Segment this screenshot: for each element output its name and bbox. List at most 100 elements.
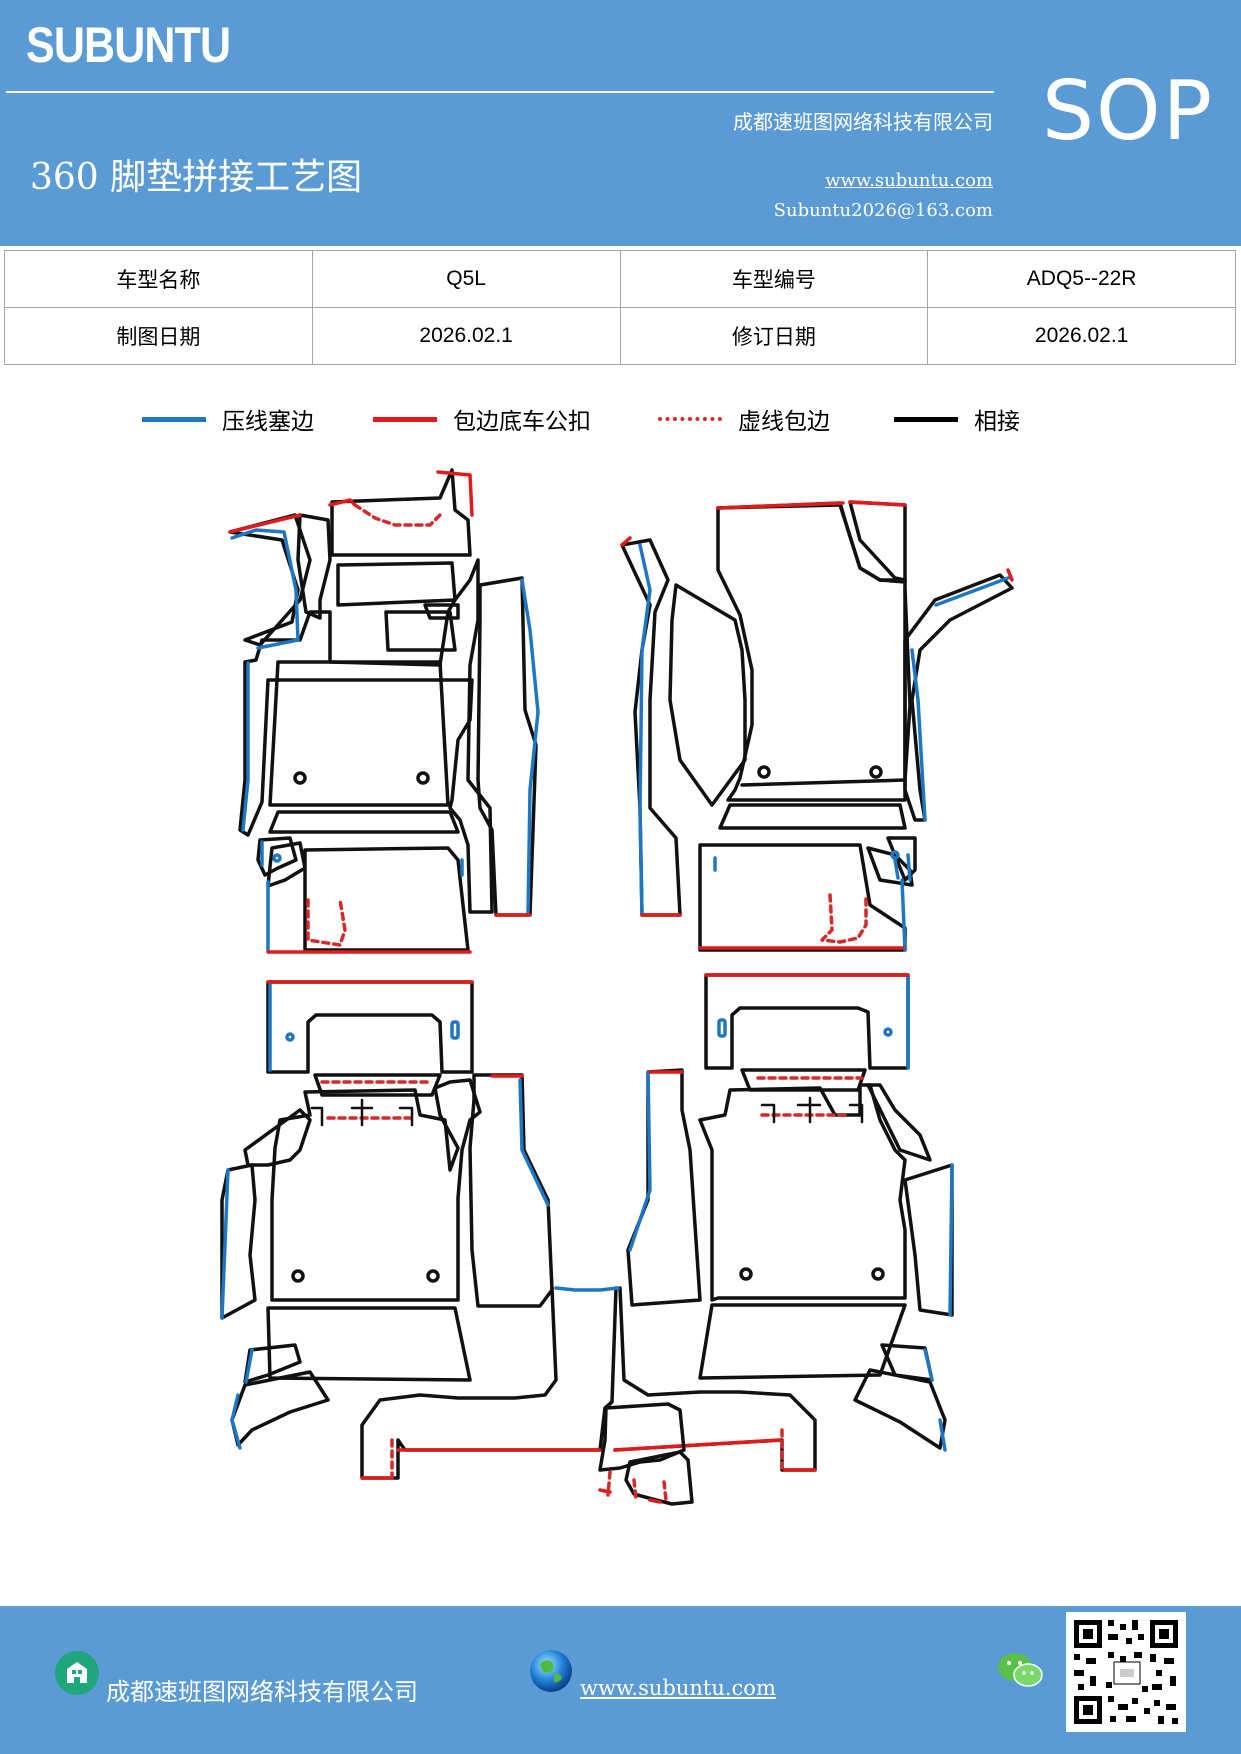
rear-right-blue-edge [628,976,954,1452]
rear-right-heel [853,1343,947,1450]
header-divider [6,91,994,93]
model-code-label: 车型编号 [619,250,929,308]
rear-right-center-connector [613,1286,817,1472]
footer-company-name: 成都速班图网络科技有限公司 [106,1678,418,1706]
front-left-main-mat [238,558,494,914]
rear-center-hump [598,1402,686,1472]
header-banner: SUBUNTU 成都速班图网络科技有限公司 360 脚垫拼接工艺图 www.su… [0,0,1241,246]
rear-right-blue-hole [883,1027,893,1037]
rear-right-clip-hole [871,1267,885,1281]
rear-left-heel [230,1343,330,1447]
rear-right-side-panel [903,1163,954,1317]
center-link-blue-edge [554,1286,620,1292]
front-right-top-block [716,500,907,584]
front-right-blue-edge [638,543,1010,952]
draw-date-value: 2026.02.1 [311,307,621,365]
legend-swatch-blue [142,416,206,422]
footer-website-link[interactable]: www.subuntu.com [580,1676,776,1700]
document-title: 360 脚垫拼接工艺图 [30,157,363,198]
rear-right-tab [740,1068,867,1092]
model-code-value: ADQ5--22R [927,250,1236,308]
rear-left-corner-flap [243,1108,312,1167]
rear-center-red-dashed [606,1470,668,1502]
rear-right-clip-marks [760,1096,864,1124]
vehicle-info-table: 车型名称 Q5L 车型编号 ADQ5--22R 制图日期 2026.02.1 修… [4,250,1236,365]
rear-center-red-edge [598,1488,662,1504]
rear-left-side-panel [220,1163,257,1320]
rear-left-center-connector [360,1286,618,1480]
front-right-red-edge [620,500,1014,950]
front-left-red-edge [228,470,532,954]
legend-item-join: 相接 [894,402,1020,436]
legend-swatch-black [894,416,958,422]
legend-label: 虚线包边 [738,409,830,435]
rear-left-clip-hole [291,1269,305,1283]
rear-right-corner-flap [866,1083,932,1162]
globe-icon [528,1648,574,1698]
front-right-side-flap [903,573,1014,822]
draw-date-label: 制图日期 [4,307,313,365]
model-name-value: Q5L [311,250,621,308]
front-left-inner-pocket [384,603,460,652]
front-left-rear-extension [256,836,307,888]
legend-item-dashed: 虚线包边 [658,402,830,436]
legend-label: 相接 [974,409,1020,435]
header-website-link[interactable]: www.subuntu.com [825,170,993,191]
table-row: 车型名称 Q5L 车型编号 ADQ5--22R [4,250,1236,308]
front-right-blue-hole [890,850,900,860]
rear-left-tunnel [468,1073,554,1308]
rear-left-rear-pad [266,1306,472,1382]
rear-left-top-plate [266,980,474,1074]
rear-left-tab [313,1073,442,1097]
rear-right-red-edge [613,973,910,1472]
front-right-clip-hole [869,765,883,779]
rear-right-top-plate [704,973,910,1070]
rear-left-red-dashed [320,1080,432,1480]
legend-item-wrap: 包边底车公扣 [373,402,591,436]
front-left-red-dashed [306,503,442,947]
revision-date-value: 2026.02.1 [927,307,1236,365]
front-left-clip-hole [293,771,307,785]
model-name-label: 车型名称 [4,250,313,308]
sop-badge: SOP [1042,64,1215,159]
front-left-pedal-area [268,660,450,807]
front-right-main-mat [716,503,907,802]
rear-left-clip-marks [310,1098,414,1127]
rear-right-tunnel [626,1068,702,1307]
front-left-lower-plate [268,810,460,834]
rear-right-red-dashed [756,1076,864,1470]
rear-left-blue-slot [450,1020,460,1040]
front-left-footwell [303,846,470,952]
legend-item-press: 压线塞边 [142,402,314,436]
table-row: 制图日期 2026.02.1 修订日期 2026.02.1 [4,307,1236,365]
front-left-clip-hole [416,771,430,785]
front-left-upper-tab [296,513,332,620]
legend-swatch-red [373,416,437,422]
front-right-red-dashed [820,893,868,944]
front-right-curved-panel [668,583,747,807]
qr-code[interactable] [1066,1612,1186,1732]
front-right-left-panel [620,538,682,917]
legend-label: 包边底车公扣 [453,409,591,435]
header-company-name: 成都速班图网络科技有限公司 [733,110,993,134]
rear-right-main-mat [698,1083,907,1302]
legend-label: 压线塞边 [222,409,314,435]
front-left-heel-pad [330,468,472,607]
rear-left-red-edge [266,980,602,1480]
rear-right-blue-slot [717,1018,727,1038]
rear-right-clip-hole [739,1267,753,1281]
wechat-icon [996,1650,1044,1694]
floor-mat-diagram [220,468,1014,1506]
line-legend: 压线塞边 包边底车公扣 虚线包边 相接 [0,402,1241,438]
front-right-clip-hole [757,765,771,779]
rear-left-blue-hole [285,1032,295,1042]
header-email[interactable]: Subuntu2026@163.com [773,200,993,221]
front-left-blue-edge [230,528,540,952]
rear-center-lower [624,1450,694,1506]
front-left-blue-hole [272,853,282,863]
rear-right-rear-pad [698,1303,907,1380]
rear-left-blue-edge [220,983,550,1450]
rear-left-clip-hole [426,1269,440,1283]
legend-swatch-red-dashed [658,417,722,421]
brand-logo: SUBUNTU [26,17,231,73]
